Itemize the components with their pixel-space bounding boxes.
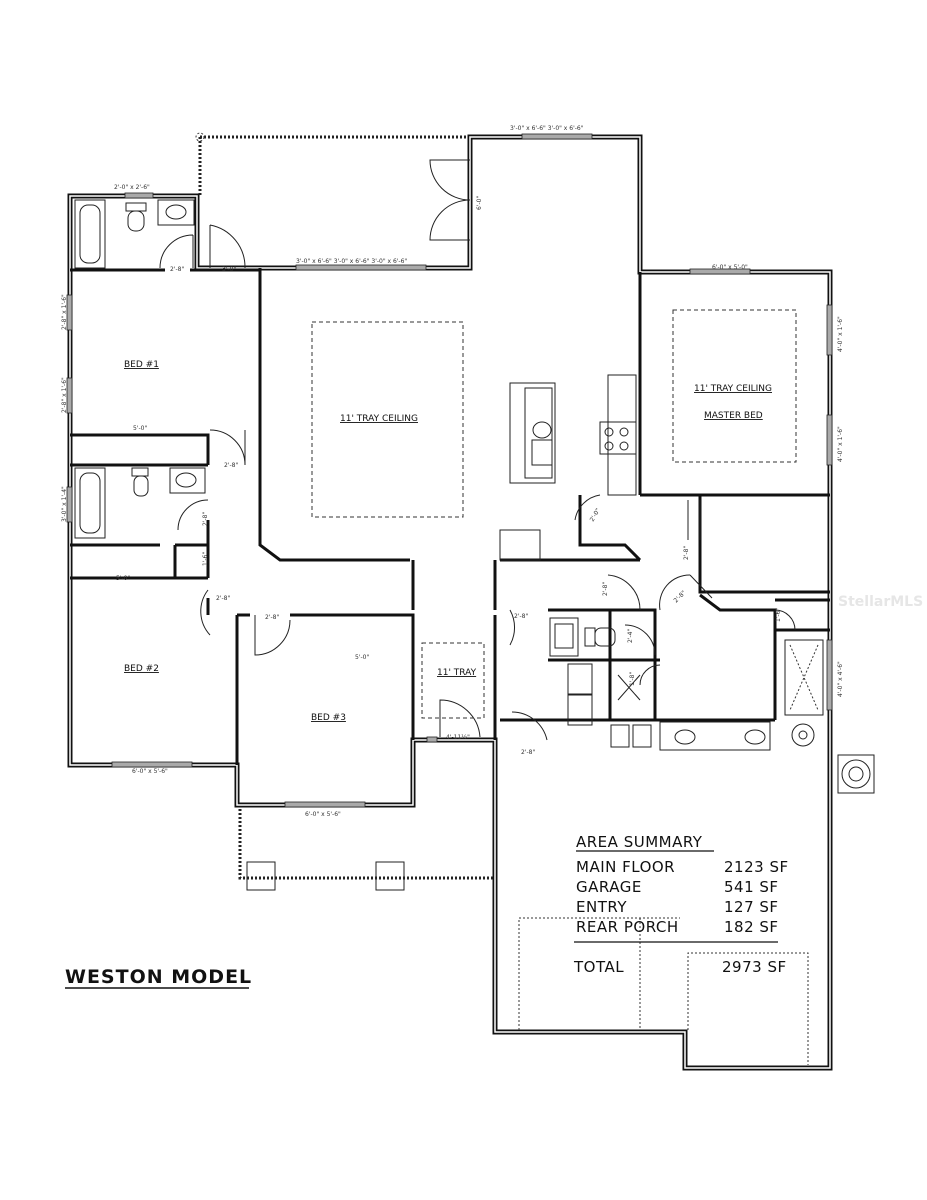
master-tray (672, 309, 797, 463)
svg-text:6'-0": 6'-0" (476, 196, 483, 210)
svg-text:4'-11½": 4'-11½" (446, 734, 470, 741)
great-room-tray (311, 321, 464, 518)
door-swings (159, 159, 796, 741)
rear-porch-outline (198, 135, 470, 196)
svg-text:182 SF: 182 SF (724, 918, 779, 936)
svg-text:3'-0": 3'-0" (222, 266, 236, 273)
svg-text:2'-8": 2'-8" (170, 266, 184, 273)
watermark: StellarMLS (838, 594, 923, 610)
exterior-walls (70, 137, 830, 1068)
room-label-entry-tray: 11' TRAY (437, 668, 477, 678)
garage-door-1 (518, 917, 680, 1030)
svg-text:127 SF: 127 SF (724, 898, 779, 916)
windows (66, 133, 833, 808)
entry-tray (421, 642, 485, 719)
porch-column (246, 861, 276, 891)
svg-text:ENTRY: ENTRY (576, 898, 627, 916)
svg-text:2'-8": 2'-8" (202, 512, 209, 526)
svg-text:4'-0" x 4'-6": 4'-0" x 4'-6" (837, 661, 844, 697)
svg-text:3'-0" x 6'-6" 3'-0" x 6'-6": 3'-0" x 6'-6" 3'-0" x 6'-6" 3'-0" x 6'-6… (296, 258, 407, 265)
exterior-walls-inner (69, 136, 831, 1069)
svg-text:2'-0": 2'-0" (589, 507, 602, 523)
svg-text:2'-4": 2'-4" (627, 629, 634, 643)
svg-text:5'-0": 5'-0" (133, 425, 147, 432)
front-porch-outline (238, 805, 495, 880)
room-label-bed3: BED #3 (311, 713, 346, 723)
svg-text:5'-0": 5'-0" (116, 575, 130, 582)
svg-text:2'-0" x 2'-6": 2'-0" x 2'-6" (114, 184, 150, 191)
svg-text:4'-0" x 1'-6": 4'-0" x 1'-6" (837, 426, 844, 462)
interior-walls (70, 268, 830, 765)
svg-text:2'-8": 2'-8" (265, 614, 279, 621)
svg-text:GARAGE: GARAGE (576, 878, 642, 896)
svg-text:1'-6": 1'-6" (202, 552, 209, 566)
svg-text:2123 SF: 2123 SF (724, 858, 789, 876)
svg-text:4'-0" x 1'-6": 4'-0" x 1'-6" (837, 316, 844, 352)
svg-text:541 SF: 541 SF (724, 878, 779, 896)
room-label-master: MASTER BED (704, 411, 763, 421)
svg-text:1'-6": 1'-6" (775, 608, 782, 622)
svg-text:2973 SF: 2973 SF (722, 958, 787, 976)
svg-text:2'-8": 2'-8" (683, 546, 690, 560)
svg-text:2'-8": 2'-8" (514, 613, 528, 620)
svg-text:6'-0" x 5'-0": 6'-0" x 5'-0" (712, 264, 748, 271)
room-label-bed2: BED #2 (124, 664, 159, 674)
porch-post (195, 132, 205, 142)
svg-text:2'-8": 2'-8" (521, 749, 535, 756)
porch-column (375, 861, 405, 891)
svg-text:2'-8": 2'-8" (602, 582, 609, 596)
room-label-bed1: BED #1 (124, 360, 159, 370)
plan-title: WESTON MODEL (65, 966, 252, 988)
svg-text:6'-0" x 5'-6": 6'-0" x 5'-6" (132, 768, 168, 775)
svg-text:6'-0" x 5'-6": 6'-0" x 5'-6" (305, 811, 341, 818)
fixtures (74, 199, 875, 794)
area-summary-heading: AREA SUMMARY (576, 833, 703, 851)
svg-text:1'-8": 1'-8" (629, 672, 636, 686)
svg-text:5'-0": 5'-0" (355, 654, 369, 661)
garage-door-2 (687, 952, 809, 1065)
svg-text:3'-0" x 1'-4": 3'-0" x 1'-4" (61, 486, 68, 522)
svg-text:2'-8": 2'-8" (224, 462, 238, 469)
dimension-labels: 2'-0" x 2'-6" 3'-0" x 6'-6" 3'-0" x 6'-6… (61, 125, 844, 818)
svg-text:REAR PORCH: REAR PORCH (576, 918, 679, 936)
svg-text:MAIN FLOOR: MAIN FLOOR (576, 858, 675, 876)
svg-text:2'-8": 2'-8" (672, 589, 687, 604)
svg-text:2'-8" x 1'-6": 2'-8" x 1'-6" (61, 294, 68, 330)
svg-text:TOTAL: TOTAL (573, 958, 624, 976)
svg-text:2'-8" x 1'-6": 2'-8" x 1'-6" (61, 377, 68, 413)
svg-text:3'-0" x 6'-6" 3'-0" x 6'-6": 3'-0" x 6'-6" 3'-0" x 6'-6" (510, 125, 584, 132)
svg-text:2'-8": 2'-8" (216, 595, 230, 602)
area-summary: AREA SUMMARY MAIN FLOOR 2123 SF GARAGE 5… (573, 833, 789, 976)
room-label-great-tray: 11' TRAY CEILING (340, 414, 418, 424)
room-label-master-tray: 11' TRAY CEILING (694, 384, 772, 394)
